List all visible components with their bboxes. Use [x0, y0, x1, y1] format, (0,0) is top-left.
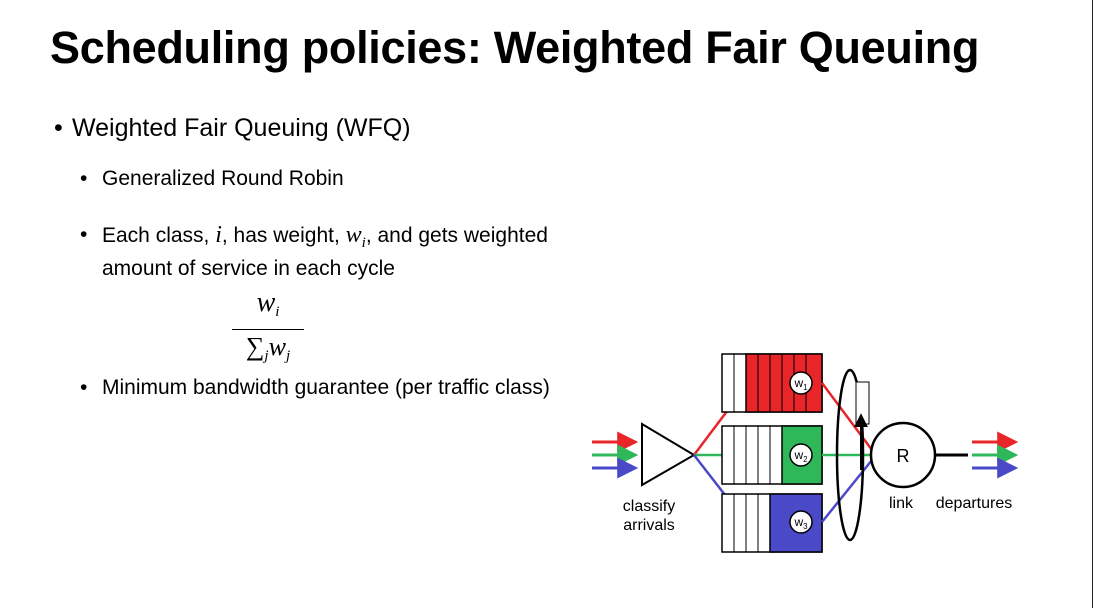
bullet-wfq-text: Weighted Fair Queuing (WFQ) [72, 114, 411, 142]
departures-label: departures [936, 495, 1013, 512]
bullet-weight-text: Each class, i, has weight, wi, and gets … [102, 222, 548, 282]
classify-label: classify [623, 498, 675, 515]
queue-2: w2 [721, 425, 823, 485]
queue3-to-router [821, 459, 873, 523]
bullet-dot: • [80, 167, 88, 190]
weight-text-line2: amount of service in each cycle [102, 257, 395, 280]
weight-badge-w1 [789, 371, 813, 395]
weight-label-w1: w1 [793, 376, 808, 392]
var-w-sub: i [361, 235, 366, 251]
bullet-generalized-round-robin: • Generalized Round Robin [80, 166, 344, 192]
round-robin-cycle [835, 368, 865, 542]
weight-text-part: , has weight, [221, 224, 346, 247]
var-w: w [345, 222, 362, 248]
bullet-weight: • Each class, i, has weight, wi, and get… [80, 222, 548, 282]
slide-right-edge [1092, 0, 1093, 608]
bullet-min-bandwidth: • Minimum bandwidth guarantee (per traff… [80, 375, 550, 401]
weight-fraction-formula: wi ∑jwj [232, 288, 304, 371]
queue-3: w3 [721, 493, 823, 553]
slide-title: Scheduling policies: Weighted Fair Queui… [50, 22, 980, 73]
weight-badge-w2 [789, 443, 813, 467]
bullet-min-bandwidth-text: Minimum bandwidth guarantee (per traffic… [102, 376, 550, 399]
weight-label-w3: w3 [793, 515, 808, 531]
arrivals-arrows [592, 431, 639, 479]
bullet-wfq: • Weighted Fair Queuing (WFQ) [54, 114, 411, 143]
bullet-dot: • [54, 114, 63, 142]
formula-denominator: ∑jwj [232, 332, 304, 371]
weight-text-part: Each class, [102, 224, 216, 247]
denominator-var: w [268, 332, 286, 361]
bullet-dot: • [80, 223, 88, 246]
bullet-grr-text: Generalized Round Robin [102, 167, 344, 190]
arrivals-label: arrivals [623, 517, 675, 534]
numerator-sub: i [275, 304, 280, 320]
numerator-var: w [256, 287, 276, 318]
router-label: R [897, 446, 910, 466]
link-label: link [889, 495, 914, 512]
queue-1: w1 [721, 353, 823, 413]
classifier-triangle [641, 422, 696, 487]
denominator-sub: j [285, 348, 291, 364]
var-i: i [215, 222, 222, 248]
weight-text-part: , and gets weighted [365, 224, 548, 247]
sum-symbol: ∑ [245, 332, 265, 361]
weight-label-w2: w2 [793, 448, 808, 464]
sum-sub: j [264, 348, 269, 364]
formula-numerator: wi [232, 288, 304, 327]
fraction-bar [232, 329, 304, 330]
bullet-dot: • [80, 376, 88, 399]
weight-badge-w3 [789, 510, 813, 534]
round-robin-slot [855, 381, 870, 425]
departures-arrows [972, 431, 1019, 479]
